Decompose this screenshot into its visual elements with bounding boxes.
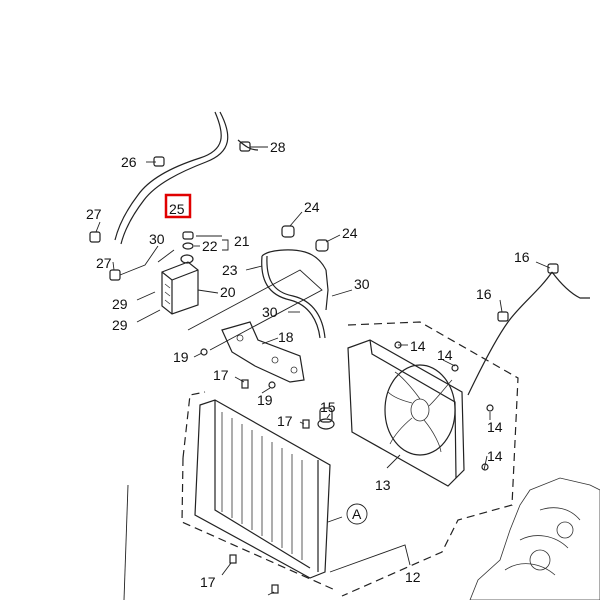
bolt-27-lower[interactable] bbox=[109, 269, 121, 281]
callout-14-b: 14 bbox=[437, 347, 453, 363]
callout-21: 21 bbox=[234, 233, 250, 249]
callout-24-left: 24 bbox=[304, 199, 320, 215]
callout-22: 22 bbox=[202, 238, 218, 254]
screw-14[interactable] bbox=[394, 341, 494, 471]
callout-30-middle: 30 bbox=[262, 304, 278, 320]
overflow-hose[interactable] bbox=[114, 111, 259, 245]
callout-18: 18 bbox=[278, 329, 294, 345]
callout-17-lower: 17 bbox=[200, 574, 216, 590]
screw-19[interactable] bbox=[200, 348, 276, 389]
callout-14-d: 14 bbox=[487, 448, 503, 464]
callout-29-lower: 29 bbox=[112, 317, 128, 333]
callout-28: 28 bbox=[270, 139, 286, 155]
fan-wire-harness[interactable] bbox=[467, 263, 590, 396]
radiator-hose-23[interactable] bbox=[261, 249, 329, 339]
callout-16-lower: 16 bbox=[476, 286, 492, 302]
cooling-fan[interactable] bbox=[384, 364, 456, 456]
callout-15: 15 bbox=[320, 399, 336, 415]
callout-19-right: 19 bbox=[257, 392, 273, 408]
callout-30-upper: 30 bbox=[149, 231, 165, 247]
callout-20: 20 bbox=[220, 284, 236, 300]
reservoir-cap[interactable] bbox=[180, 231, 194, 264]
radiator[interactable] bbox=[194, 399, 331, 579]
callout-27-upper: 27 bbox=[86, 206, 102, 222]
callout-24-right: 24 bbox=[342, 225, 358, 241]
reference-circle bbox=[346, 503, 368, 525]
callout-30-right: 30 bbox=[354, 276, 370, 292]
callout-26: 26 bbox=[121, 154, 137, 170]
callout-17-upper: 17 bbox=[213, 367, 229, 383]
hose-clamp-24-right[interactable] bbox=[315, 239, 329, 252]
reference-label-a: A bbox=[352, 506, 362, 522]
hose-clamp-24-left[interactable] bbox=[281, 225, 295, 238]
fan-shroud[interactable] bbox=[347, 339, 465, 487]
callout-23: 23 bbox=[222, 262, 238, 278]
callout-13: 13 bbox=[375, 477, 391, 493]
engine-block bbox=[469, 477, 600, 600]
reservoir-tank[interactable] bbox=[161, 261, 199, 315]
callout-19-left: 19 bbox=[173, 349, 189, 365]
callout-16-upper: 16 bbox=[514, 249, 530, 265]
reservoir-group-box bbox=[187, 269, 323, 351]
radiator-bracket[interactable] bbox=[221, 321, 305, 383]
bolt-27-upper[interactable] bbox=[89, 231, 101, 243]
callout-12: 12 bbox=[405, 569, 421, 585]
callout-14-c: 14 bbox=[487, 419, 503, 435]
callout-17-middle: 17 bbox=[277, 413, 293, 429]
callout-14-a: 14 bbox=[410, 338, 426, 354]
callout-25[interactable]: 25 bbox=[169, 201, 185, 217]
radiator-cap[interactable] bbox=[317, 407, 335, 430]
highlight-box bbox=[164, 193, 192, 219]
leader-lines bbox=[95, 146, 551, 600]
hose-clamp-26[interactable] bbox=[153, 156, 165, 167]
bracket-group-outline-2 bbox=[181, 457, 336, 591]
callout-27-lower: 27 bbox=[96, 255, 112, 271]
radiator-group-outline bbox=[341, 321, 519, 597]
callout-29-upper: 29 bbox=[112, 296, 128, 312]
hose-clamp-28[interactable] bbox=[239, 141, 251, 152]
bracket-group-outline bbox=[182, 391, 206, 459]
